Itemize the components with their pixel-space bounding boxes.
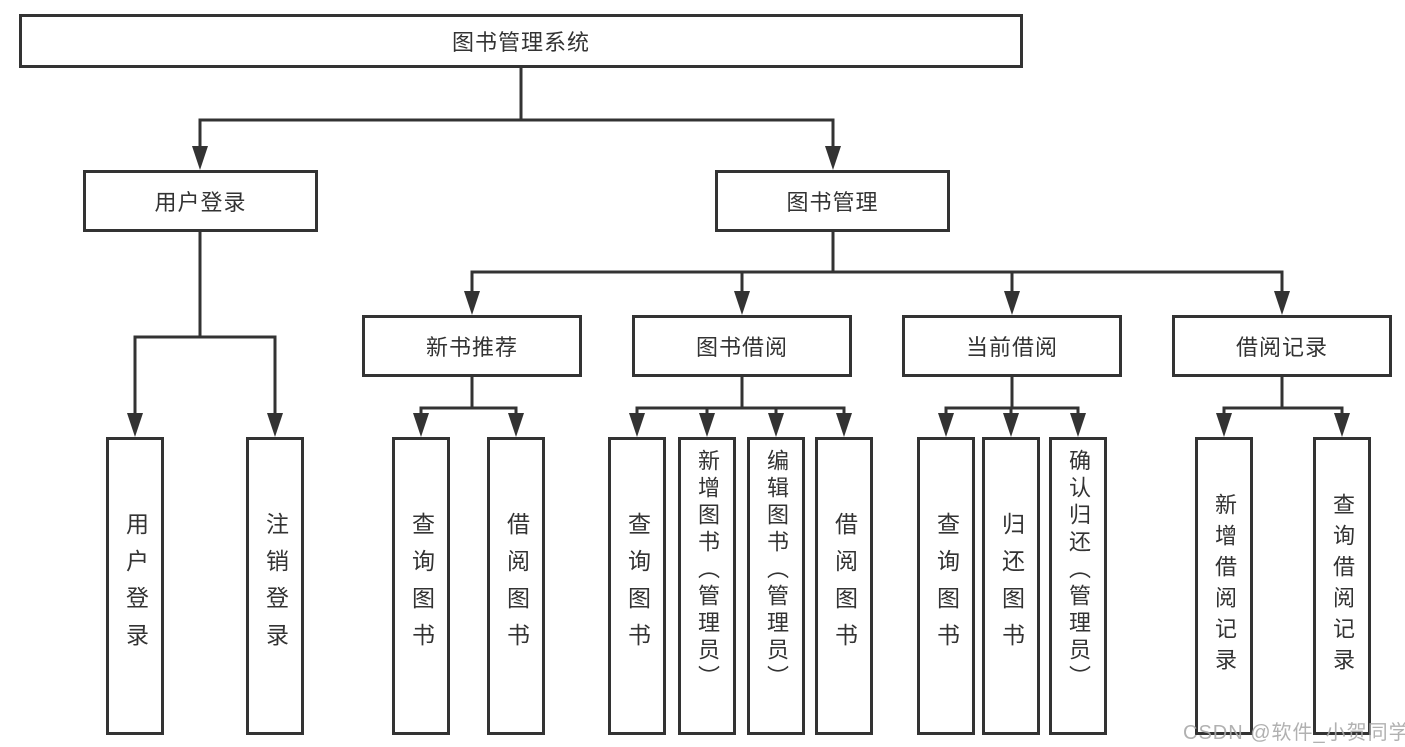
node-book-borrowing: 图书借阅 xyxy=(632,315,852,377)
node-label: 图书管理系统 xyxy=(451,30,590,55)
leaf-label: 借阅图书 xyxy=(503,512,530,660)
leaf-add-borrow-record: 新增借阅记录 xyxy=(1195,437,1253,735)
leaf-edit-books-admin: 编辑图书（管理员） xyxy=(747,437,805,735)
leaf-label: 用户登录 xyxy=(122,512,149,660)
node-label: 当前借阅 xyxy=(965,335,1058,360)
leaf-label: 新增借阅记录 xyxy=(1212,493,1237,679)
leaf-add-books-admin: 新增图书（管理员） xyxy=(678,437,736,735)
node-label: 图书借阅 xyxy=(695,335,788,360)
leaf-return-books: 归还图书 xyxy=(982,437,1040,735)
leaf-logout: 注销登录 xyxy=(246,437,304,735)
node-borrowing-records: 借阅记录 xyxy=(1172,315,1392,377)
leaf-search-borrow-record: 查询借阅记录 xyxy=(1313,437,1371,735)
node-new-book-recommendation: 新书推荐 xyxy=(362,315,582,377)
node-current-borrowing: 当前借阅 xyxy=(902,315,1122,377)
leaf-search-books-borrowing: 查询图书 xyxy=(608,437,666,735)
leaf-user-login: 用户登录 xyxy=(106,437,164,735)
leaf-search-books-current: 查询图书 xyxy=(917,437,975,735)
node-user-login: 用户登录 xyxy=(83,170,318,232)
node-label: 用户登录 xyxy=(154,190,247,215)
leaf-label: 借阅图书 xyxy=(831,512,858,660)
leaf-borrow-books-borrowing: 借阅图书 xyxy=(815,437,873,735)
leaf-borrow-books-recommend: 借阅图书 xyxy=(487,437,545,735)
node-label: 新书推荐 xyxy=(425,335,518,360)
leaf-label: 编辑图书（管理员） xyxy=(764,449,789,692)
leaf-label: 查询图书 xyxy=(624,512,651,660)
leaf-label: 查询图书 xyxy=(933,512,960,660)
node-book-management: 图书管理 xyxy=(715,170,950,232)
node-label: 图书管理 xyxy=(786,190,879,215)
leaf-label: 查询图书 xyxy=(408,512,435,660)
leaf-label: 归还图书 xyxy=(998,512,1025,660)
leaf-label: 查询借阅记录 xyxy=(1330,493,1355,679)
csdn-watermark: CSDN @软件_小贺同学 xyxy=(1183,722,1405,744)
node-library-system: 图书管理系统 xyxy=(19,14,1023,68)
leaf-search-books-recommend: 查询图书 xyxy=(392,437,450,735)
node-label: 借阅记录 xyxy=(1235,335,1328,360)
leaf-label: 确认归还（管理员） xyxy=(1066,449,1091,692)
leaf-label: 新增图书（管理员） xyxy=(695,449,720,692)
leaf-confirm-return-admin: 确认归还（管理员） xyxy=(1049,437,1107,735)
leaf-label: 注销登录 xyxy=(262,512,289,660)
